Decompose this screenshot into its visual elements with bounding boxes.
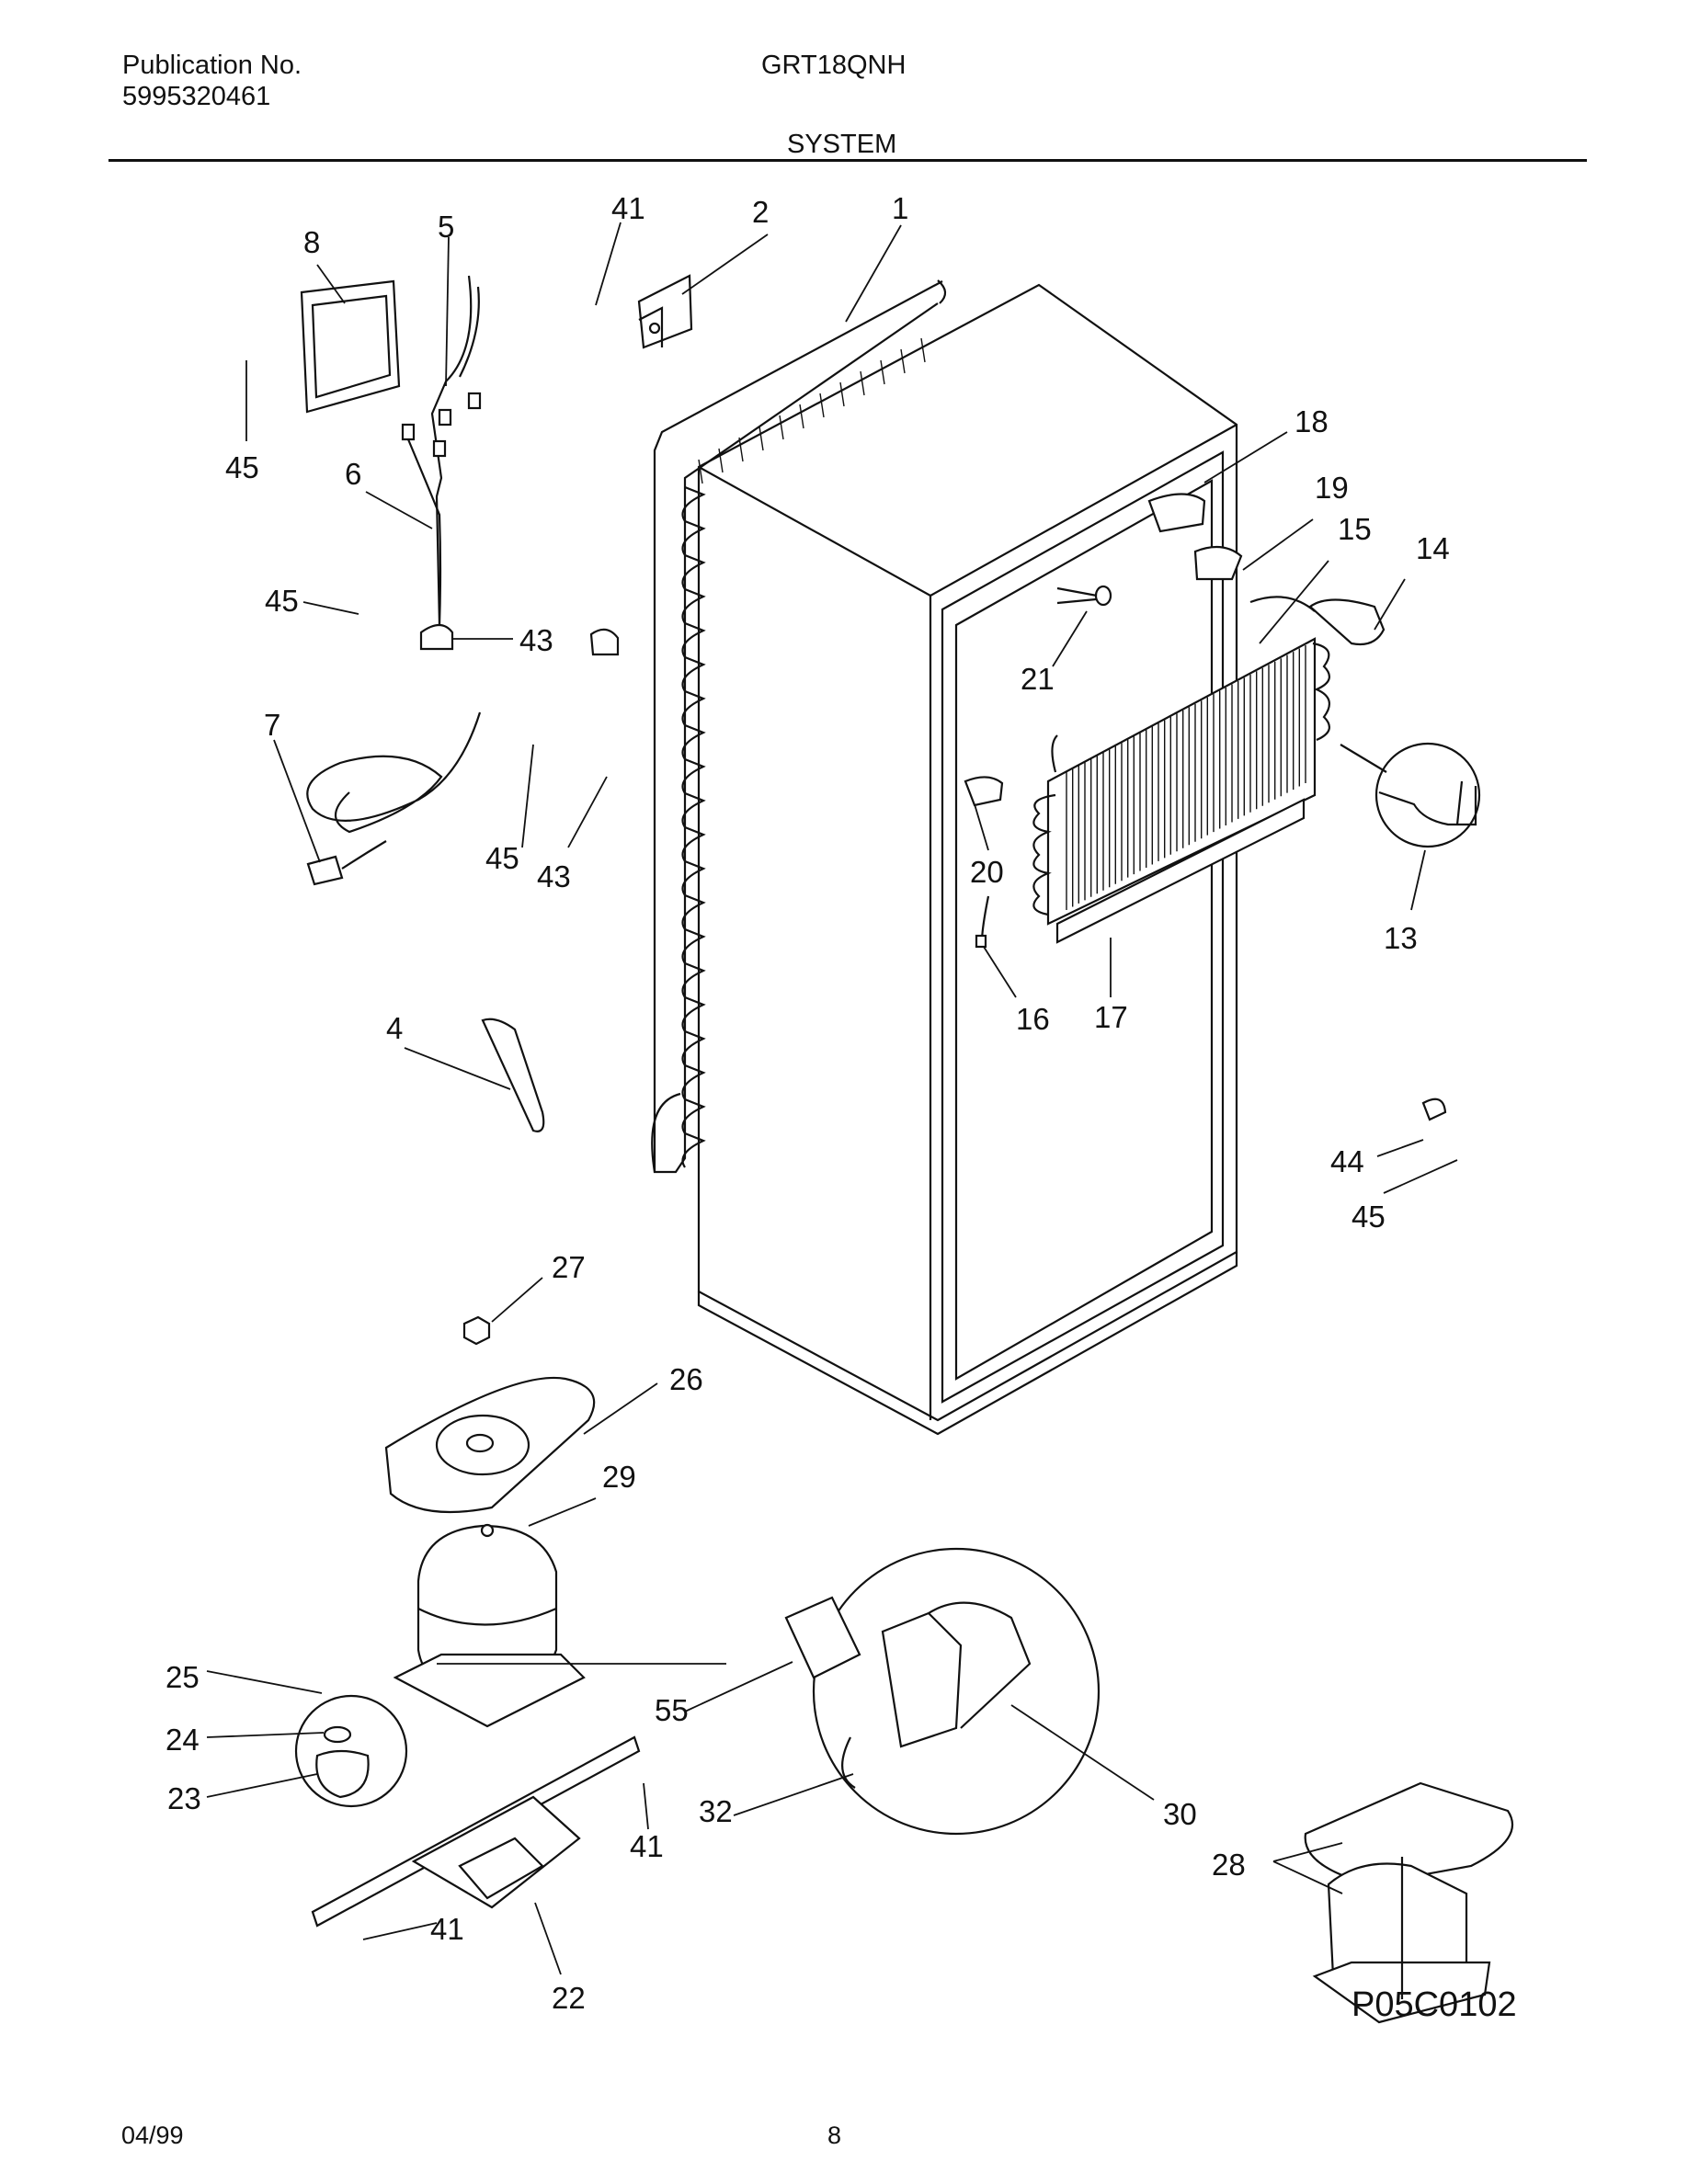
callout-41: 41 xyxy=(611,191,645,225)
callout-30: 30 xyxy=(1163,1797,1197,1831)
publication-number: 5995320461 xyxy=(122,82,271,111)
callout-19: 19 xyxy=(1315,471,1349,505)
callout-17: 17 xyxy=(1094,1000,1128,1034)
callout-45: 45 xyxy=(1352,1200,1386,1234)
callout-45: 45 xyxy=(485,841,519,875)
callout-5: 5 xyxy=(438,210,454,244)
callout-14: 14 xyxy=(1416,531,1450,565)
system-parts-diagram: 1 2 41 5 8 45 6 45 43 7 45 43 18 19 15 1… xyxy=(165,191,1513,2024)
model-number: GRT18QNH xyxy=(761,51,907,80)
callout-18: 18 xyxy=(1295,404,1329,438)
callout-41: 41 xyxy=(630,1829,664,1863)
callout-27: 27 xyxy=(552,1250,586,1284)
callout-15: 15 xyxy=(1338,512,1372,546)
callout-2: 2 xyxy=(752,195,769,229)
callout-43: 43 xyxy=(519,623,553,657)
diagram-code: P05C0102 xyxy=(1352,1985,1517,2024)
callout-13: 13 xyxy=(1384,921,1418,955)
publication-label: Publication No. xyxy=(122,51,302,80)
callout-21: 21 xyxy=(1021,662,1055,696)
section-title: SYSTEM xyxy=(787,130,897,159)
page-number: 8 xyxy=(827,2121,842,2149)
callout-4: 4 xyxy=(386,1011,403,1045)
leader-lines xyxy=(206,222,1458,1975)
header-rule xyxy=(108,159,1587,162)
callout-28: 28 xyxy=(1212,1848,1246,1882)
callout-45: 45 xyxy=(225,450,259,484)
small-parts xyxy=(300,274,1447,1132)
callout-45: 45 xyxy=(265,584,299,618)
callout-41: 41 xyxy=(430,1912,464,1946)
callout-22: 22 xyxy=(552,1981,586,2015)
condenser-coil xyxy=(651,279,947,1174)
callout-29: 29 xyxy=(602,1460,636,1494)
callout-24: 24 xyxy=(165,1723,200,1757)
callout-25: 25 xyxy=(165,1660,200,1694)
callout-16: 16 xyxy=(1016,1002,1050,1036)
callout-labels: 1 2 41 5 8 45 6 45 43 7 45 43 18 19 15 1… xyxy=(165,191,1450,2015)
callout-32: 32 xyxy=(699,1794,733,1828)
evaporator xyxy=(1032,596,1481,944)
callout-1: 1 xyxy=(892,191,908,225)
callout-26: 26 xyxy=(669,1362,703,1396)
cabinet-drawing xyxy=(697,283,1238,1436)
callout-23: 23 xyxy=(167,1781,201,1815)
compressor-assembly xyxy=(294,1315,1513,2024)
callout-43: 43 xyxy=(537,859,571,893)
callout-6: 6 xyxy=(345,457,361,491)
callout-8: 8 xyxy=(303,225,320,259)
callout-7: 7 xyxy=(264,708,280,742)
callout-20: 20 xyxy=(970,855,1004,889)
callout-44: 44 xyxy=(1330,1144,1364,1178)
footer-date: 04/99 xyxy=(121,2121,184,2149)
callout-55: 55 xyxy=(655,1693,689,1727)
